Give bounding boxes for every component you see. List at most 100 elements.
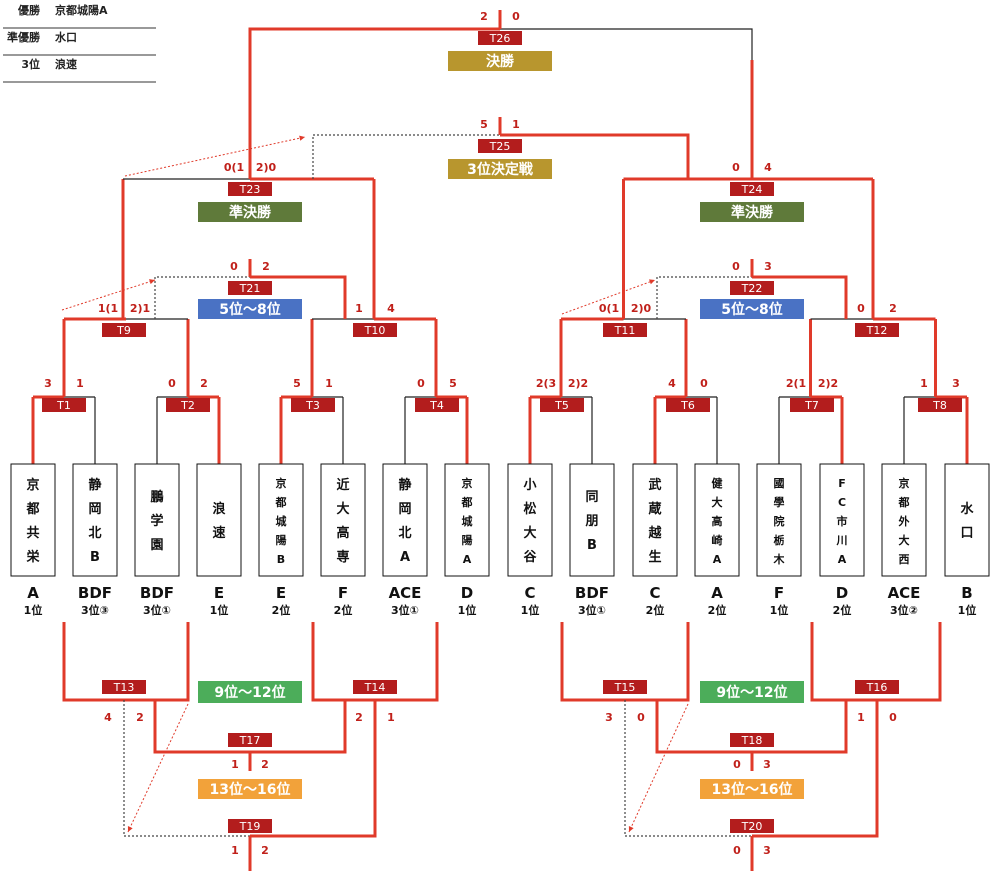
score-right-T20: 3 xyxy=(763,844,771,857)
banner-label-place_9_12_right: 9位～12位 xyxy=(716,684,787,701)
score-left-T9: 1(1 xyxy=(98,302,118,315)
p58-right-a xyxy=(656,276,752,319)
p58-right-b xyxy=(752,275,848,319)
match-box-T6 xyxy=(666,398,710,412)
final-left xyxy=(248,27,500,179)
match-box-T18 xyxy=(730,733,774,747)
team-name-char: C xyxy=(838,496,846,509)
team-name-char: A xyxy=(838,553,847,566)
team-name-char: A xyxy=(713,553,722,566)
team-name-char: 生 xyxy=(648,549,661,565)
team-name-char: 園 xyxy=(150,537,163,553)
team-name-char: 大 xyxy=(336,501,349,517)
team-name-char: 松 xyxy=(523,501,536,517)
t18-b xyxy=(752,700,848,754)
team-name-char: 静 xyxy=(88,477,101,493)
t20-a xyxy=(624,700,752,837)
score-left-T17: 1 xyxy=(231,758,239,771)
match-box-T3 xyxy=(291,398,335,412)
t19-b xyxy=(250,700,377,838)
team-name-char: A xyxy=(400,550,410,565)
team-group: C xyxy=(524,584,535,602)
team-group: A xyxy=(27,584,39,602)
match-box-T4 xyxy=(415,398,459,412)
banner-place_5_8_left xyxy=(198,299,302,319)
team-rank: 2位 xyxy=(334,603,353,617)
team-list: 京都共栄A1位静岡北BBDF3位③鵬学園BDF3位①浪速E1位京都城陽BE2位近… xyxy=(10,463,990,617)
banner-label-place_9_12_left: 9位～12位 xyxy=(214,684,285,701)
match-box-T24 xyxy=(730,182,774,196)
score-right-T18: 3 xyxy=(763,758,771,771)
team-box xyxy=(694,463,740,577)
team-box xyxy=(944,463,990,577)
result-label: 準優勝 xyxy=(7,30,41,44)
team-name-char: B xyxy=(277,553,285,566)
match-id-T26: T26 xyxy=(489,32,511,45)
score-right-T23: 2)0 xyxy=(256,161,277,174)
score-left-T2: 0 xyxy=(168,377,176,390)
score-right-T16: 0 xyxy=(889,711,897,724)
score-right-T19: 2 xyxy=(261,844,269,857)
match-id-T12: T12 xyxy=(866,324,888,337)
loser-arrow-t23 xyxy=(124,136,306,177)
score-left-T3: 5 xyxy=(293,377,301,390)
loser-arrow-t9 xyxy=(61,279,156,311)
score-right-T13: 2 xyxy=(136,711,144,724)
score-right-T12: 2 xyxy=(889,302,897,315)
team-group: ACE xyxy=(888,584,921,602)
team-group: F xyxy=(338,584,348,602)
team-name-char: 陽 xyxy=(276,533,287,547)
team-box xyxy=(569,463,615,577)
banner-place_13_16_right xyxy=(700,779,804,799)
team-name-char: 朋 xyxy=(584,514,598,529)
team-box xyxy=(632,463,678,577)
match-id-T5: T5 xyxy=(554,399,569,412)
team-group: BDF xyxy=(78,584,112,602)
result-value: 京都城陽A xyxy=(55,3,108,17)
t13 xyxy=(62,622,190,702)
team-name-char: 口 xyxy=(960,526,973,541)
team-name-char: 高 xyxy=(712,514,723,528)
banner-label-place_5_8_right: 5位～8位 xyxy=(721,301,782,318)
loser-arrow-t11-head xyxy=(649,279,655,285)
team-name-char: 越 xyxy=(647,525,662,541)
team-box xyxy=(819,463,865,577)
team-name-char: 速 xyxy=(212,525,225,541)
t17-b xyxy=(250,700,347,754)
team-group: E xyxy=(214,584,224,602)
match-box-T15 xyxy=(603,680,647,694)
loser-arrow-t15-head xyxy=(628,826,634,832)
team-name-char: A xyxy=(463,553,472,566)
match-id-T23: T23 xyxy=(239,183,261,196)
match-box-T8 xyxy=(918,398,962,412)
match-box-T7 xyxy=(790,398,834,412)
team-name-char: 崎 xyxy=(712,533,723,547)
score-left-T25: 5 xyxy=(480,118,488,131)
match-id-T8: T8 xyxy=(932,399,947,412)
team-name-char: 國 xyxy=(774,477,785,490)
loser-arrow-t11 xyxy=(561,279,656,315)
team-rank: 3位① xyxy=(578,603,606,617)
match-box-T2 xyxy=(166,398,210,412)
banner-place_13_16_left xyxy=(198,779,302,799)
score-right-T25: 1 xyxy=(512,118,520,131)
match-box-T5 xyxy=(540,398,584,412)
result-label: 3位 xyxy=(21,57,40,71)
match-id-T24: T24 xyxy=(741,183,763,196)
team-name-char: 武 xyxy=(648,477,661,493)
match-id-T17: T17 xyxy=(239,734,261,747)
team-rank: 1位 xyxy=(521,603,540,617)
team-rank: 2位 xyxy=(833,603,852,617)
team-name-char: 北 xyxy=(398,526,411,541)
score-left-T22: 0 xyxy=(732,260,740,273)
match-box-T1 xyxy=(42,398,86,412)
match-box-T12 xyxy=(855,323,899,337)
team-group: D xyxy=(836,584,848,602)
score-right-T15: 0 xyxy=(637,711,645,724)
team-name-char: 健 xyxy=(712,476,724,490)
banner-label-place_5_8_left: 5位～8位 xyxy=(219,301,280,318)
team-name-char: 岡 xyxy=(398,502,411,517)
match-box-T10 xyxy=(353,323,397,337)
team-rank: 1位 xyxy=(958,603,977,617)
